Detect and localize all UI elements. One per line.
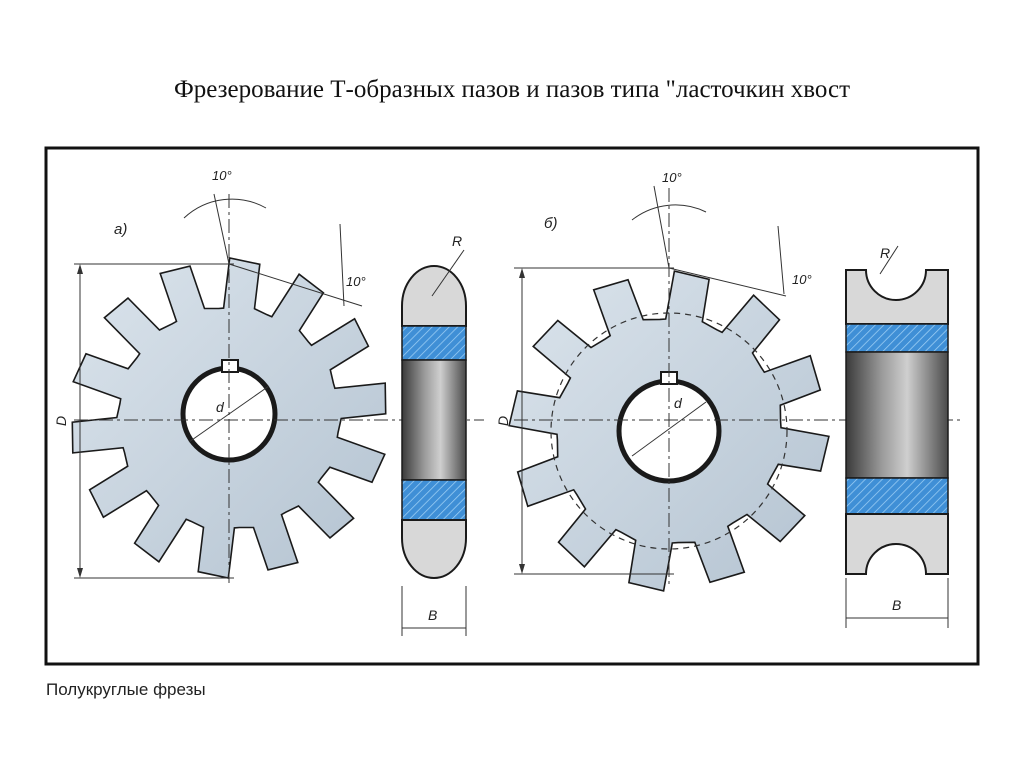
- view-b-dim-diameter: D: [495, 416, 511, 426]
- view-a-label: а): [114, 221, 127, 238]
- view-a-angle-top: 10°: [212, 168, 232, 183]
- cutter-a-keyway: [221, 359, 239, 373]
- figure-caption: Полукруглые фрезы: [46, 680, 206, 699]
- view-a: а) D d 10° 10°: [53, 168, 484, 636]
- view-a-angle-side: 10°: [346, 274, 366, 289]
- view-b: б) D d 10° 10°: [495, 170, 964, 628]
- drawing-frame: [44, 146, 980, 666]
- view-b-label: б): [544, 215, 557, 232]
- view-a-dim-diameter: D: [53, 416, 69, 426]
- view-b-angle-side: 10°: [792, 272, 812, 287]
- side-view-b: R B: [845, 245, 949, 628]
- view-b-dim-width: B: [892, 597, 901, 613]
- view-b-dim-radius: R: [880, 245, 890, 261]
- view-a-dim-radius: R: [452, 233, 462, 249]
- side-view-a: R B: [401, 233, 467, 636]
- view-b-angle-top: 10°: [662, 170, 682, 185]
- view-b-dim-bore: d: [674, 395, 683, 411]
- cutter-drawing-svg: а) D d 10° 10°: [44, 146, 980, 666]
- view-a-dim-bore: d: [216, 399, 225, 415]
- cutter-drawing-figure: а) D d 10° 10°: [44, 146, 982, 668]
- slide-title: Фрезерование Т-образных пазов и пазов ти…: [173, 76, 850, 103]
- view-a-dim-width: B: [428, 607, 437, 623]
